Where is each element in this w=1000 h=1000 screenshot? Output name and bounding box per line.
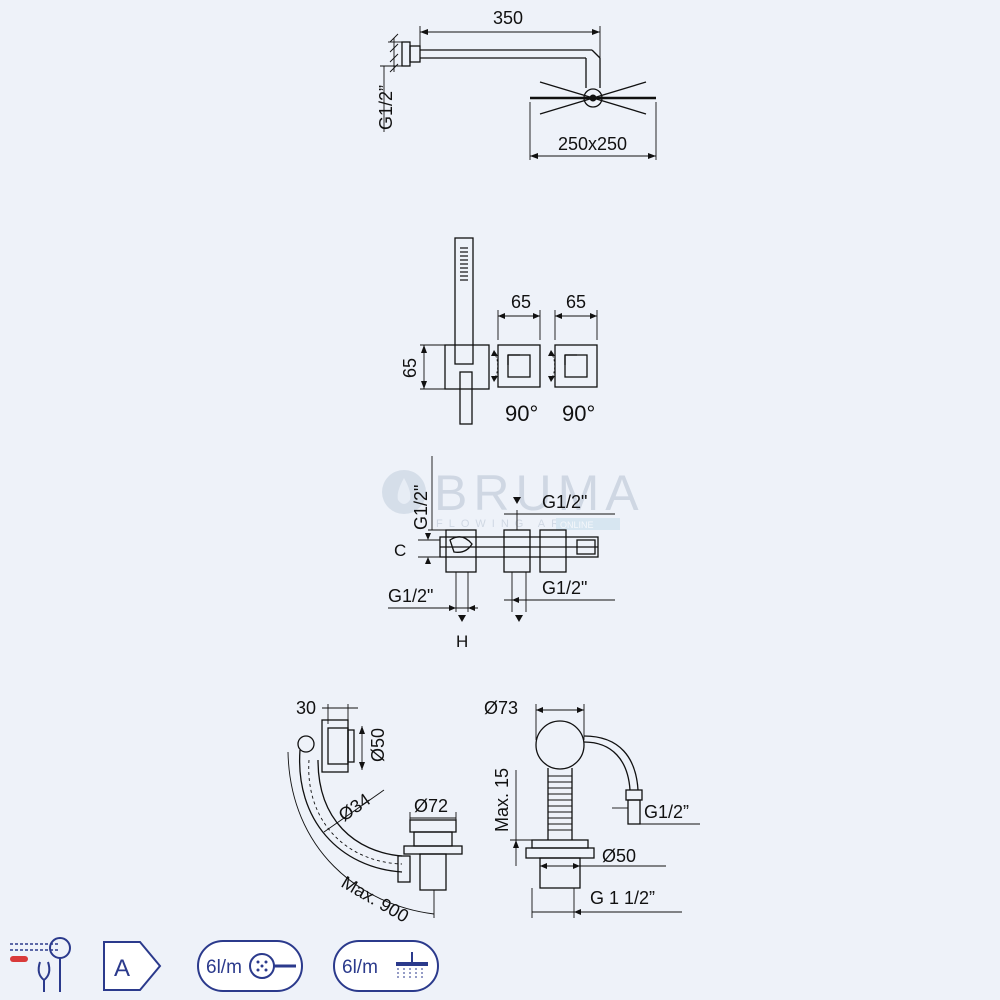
arm-nut bbox=[409, 45, 421, 63]
watermark-badge: ONLINE bbox=[560, 520, 594, 530]
label-max-height: Max. 15 bbox=[492, 768, 512, 832]
embedded-body-drawing: G1/2" G1/2" C G1/2" H bbox=[388, 456, 615, 651]
energy-class-badge: A bbox=[103, 941, 162, 991]
label-rotation-2: 90° bbox=[562, 401, 595, 426]
label-outlet-bottom-left: G1/2" bbox=[388, 586, 433, 606]
dim-valve-2-width: 65 bbox=[554, 292, 598, 340]
hand-shower-and-valves-drawing: 65 65 bbox=[400, 237, 598, 426]
flow-head-shower-label: 6l/m bbox=[342, 957, 378, 978]
dim-max-length: Max. 900 bbox=[287, 751, 435, 926]
waste-overflow-drawing: 30 Ø50 Ø34 Ø72 Max. 900 bbox=[287, 698, 463, 926]
label-head-size: 250x250 bbox=[558, 134, 627, 154]
label-arm-length: 350 bbox=[493, 8, 523, 28]
valve-1 bbox=[491, 344, 541, 388]
label-outlet-top: G1/2" bbox=[542, 492, 587, 512]
badges-row: A 6l/m 6l/m bbox=[10, 937, 439, 992]
shower-head bbox=[530, 81, 656, 115]
label-h: H bbox=[456, 632, 468, 651]
dim-outlet-bottom-right: G1/2" bbox=[504, 572, 615, 622]
label-drain-diameter: Ø72 bbox=[414, 796, 448, 816]
label-base-thread: G 1 1/2” bbox=[590, 888, 655, 908]
bruma-watermark: BRUMA FLOWING ART ONLINE bbox=[382, 465, 645, 530]
dim-hose-thread: G1/2” bbox=[612, 802, 700, 825]
label-outlet-bottom-right: G1/2" bbox=[542, 578, 587, 598]
label-plate-depth: 30 bbox=[296, 698, 316, 718]
dim-plate-depth: 30 bbox=[296, 698, 358, 724]
dim-drain-diameter: Ø72 bbox=[409, 796, 457, 824]
droplet-icon bbox=[382, 470, 426, 514]
energy-class-label: A bbox=[114, 955, 130, 982]
dim-valve-1-width: 65 bbox=[497, 292, 541, 340]
mixer-icon bbox=[10, 937, 71, 992]
flow-badge-hand-shower: 6l/m bbox=[197, 940, 303, 992]
wall-flange bbox=[401, 41, 411, 67]
dim-arm-length: 350 bbox=[419, 8, 601, 58]
dim-outlet-top: G1/2" bbox=[504, 492, 615, 530]
hand-shower-icon bbox=[249, 953, 296, 979]
label-plate-diameter: Ø50 bbox=[368, 728, 388, 762]
label-inlet-vertical: G1/2" bbox=[411, 485, 431, 530]
bath-filler-drawing: Ø73 Max. 15 G1/2” Ø50 G 1 1/2” bbox=[484, 698, 700, 918]
dim-wall-thread: G1/2” bbox=[376, 41, 402, 132]
label-base-diameter: Ø50 bbox=[602, 846, 636, 866]
watermark-badge-box bbox=[556, 518, 620, 530]
flow-hand-shower-label: 6l/m bbox=[206, 957, 242, 978]
valve-2 bbox=[548, 344, 598, 388]
shower-head-drawing: 350 G1/2” 250x250 bbox=[376, 8, 657, 160]
watermark-tagline: FLOWING ART bbox=[436, 518, 578, 530]
hand-shower bbox=[444, 237, 490, 425]
flow-badge-head-shower: 6l/m bbox=[333, 940, 439, 992]
dim-head-size: 250x250 bbox=[529, 102, 657, 160]
dim-max-height: Max. 15 bbox=[492, 768, 532, 866]
head-shower-icon bbox=[396, 952, 428, 980]
dim-plate-height: 65 bbox=[400, 344, 445, 390]
dim-base-diameter: Ø50 bbox=[540, 846, 666, 869]
hand-shower-nozzles bbox=[460, 247, 468, 281]
dim-c: C bbox=[394, 533, 440, 564]
drain-assembly bbox=[397, 819, 463, 891]
label-hose-thread: G1/2” bbox=[644, 802, 689, 822]
watermark-brand: BRUMA bbox=[434, 465, 645, 521]
label-max-length: Max. 900 bbox=[338, 872, 412, 926]
label-wall-thread: G1/2” bbox=[376, 85, 396, 130]
label-rotation-1: 90° bbox=[505, 401, 538, 426]
filler-column bbox=[547, 768, 573, 840]
dim-body-diameter: Ø73 bbox=[484, 698, 585, 740]
label-c: C bbox=[394, 541, 406, 560]
dim-base-thread: G 1 1/2” bbox=[531, 888, 682, 918]
dim-plate-diameter: Ø50 bbox=[359, 726, 388, 770]
label-valve-2-width: 65 bbox=[566, 292, 586, 312]
dim-outlet-bottom-left: G1/2" H bbox=[388, 572, 478, 651]
label-plate-height: 65 bbox=[400, 358, 420, 378]
dim-hose-diameter: Ø34 bbox=[323, 789, 385, 833]
label-valve-1-width: 65 bbox=[511, 292, 531, 312]
label-body-diameter: Ø73 bbox=[484, 698, 518, 718]
dim-inlet-vertical: G1/2" bbox=[411, 456, 446, 531]
